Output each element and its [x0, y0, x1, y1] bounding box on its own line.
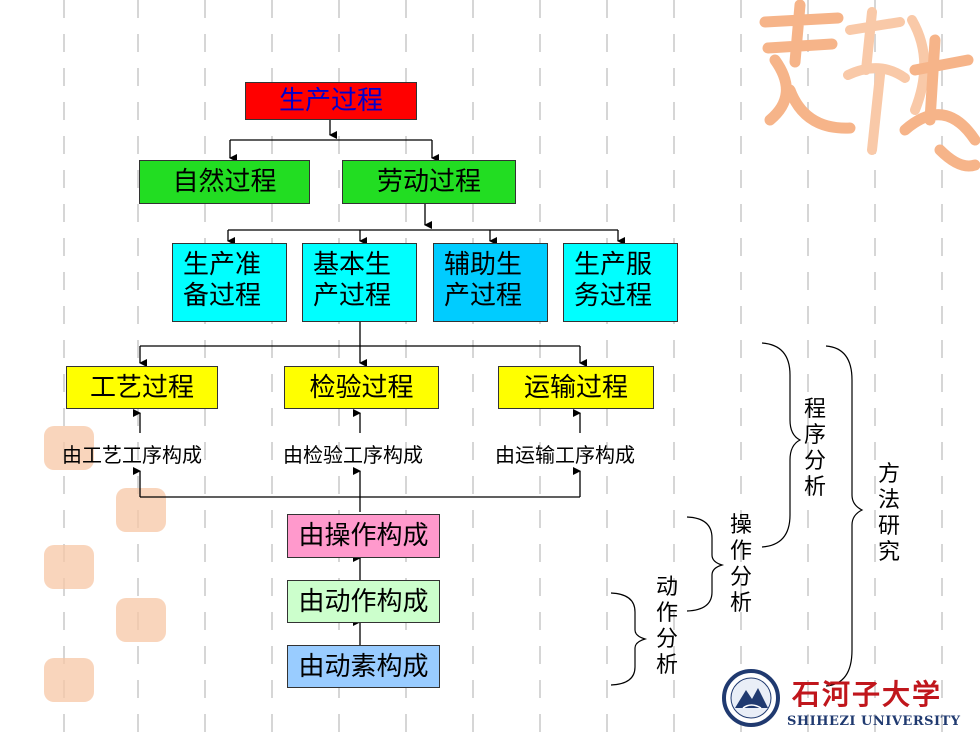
- node-inspection-process-label: 检验过程: [309, 372, 414, 403]
- node-production-prep: 生产准 备过程: [172, 243, 287, 322]
- node-by-element: 由动素构成: [287, 645, 440, 688]
- label-operation-analysis: 操作分析: [729, 513, 752, 616]
- node-inspection-process: 检验过程: [284, 366, 439, 409]
- node-auxiliary-production-label: 辅助生 产过程: [444, 250, 523, 311]
- node-by-operation-label: 由操作构成: [298, 521, 429, 551]
- node-craft-process-label: 工艺过程: [89, 372, 194, 403]
- university-emblem-icon: [722, 669, 780, 727]
- node-by-operation: 由操作构成: [287, 514, 440, 558]
- node-production-process: 生产过程: [245, 82, 417, 120]
- node-by-action: 由动作构成: [287, 580, 440, 623]
- seal-small-icon: [44, 426, 166, 702]
- university-name-cn: 石河子大学: [792, 678, 943, 711]
- node-production-prep-label: 生产准 备过程: [183, 250, 262, 311]
- node-natural-process: 自然过程: [139, 160, 310, 204]
- node-production-service-label: 生产服 务过程: [574, 250, 653, 311]
- label-inspection-operations: 由检验工序构成: [283, 443, 423, 467]
- node-production-process-label: 生产过程: [278, 86, 383, 116]
- node-labor-process-label: 劳动过程: [376, 167, 481, 197]
- brace-operation-icon: [686, 516, 725, 612]
- label-transport-operations: 由运输工序构成: [495, 443, 635, 467]
- university-name-en: SHIHEZI UNIVERSITY: [787, 714, 961, 729]
- node-craft-process: 工艺过程: [66, 366, 218, 409]
- node-by-action-label: 由动作构成: [298, 586, 429, 617]
- brace-process-icon: [761, 342, 802, 548]
- node-auxiliary-production: 辅助生 产过程: [433, 243, 548, 322]
- label-motion-analysis: 动作分析: [655, 575, 678, 678]
- node-labor-process: 劳动过程: [342, 160, 516, 204]
- node-production-service: 生产服 务过程: [563, 243, 678, 322]
- label-process-analysis: 程序分析: [803, 397, 826, 500]
- label-method-study: 方法研究: [877, 462, 900, 565]
- brace-method-icon: [825, 345, 864, 687]
- brace-motion-icon: [610, 592, 648, 686]
- node-basic-production: 基本生 产过程: [302, 243, 417, 322]
- node-by-element-label: 由动素构成: [298, 651, 429, 682]
- node-transport-process: 运输过程: [498, 366, 654, 409]
- seal-large-top-right-icon: [759, 0, 980, 172]
- label-craft-operations: 由工艺工序构成: [62, 443, 202, 467]
- node-transport-process-label: 运输过程: [523, 372, 628, 403]
- node-natural-process-label: 自然过程: [172, 167, 277, 197]
- node-basic-production-label: 基本生 产过程: [313, 250, 392, 311]
